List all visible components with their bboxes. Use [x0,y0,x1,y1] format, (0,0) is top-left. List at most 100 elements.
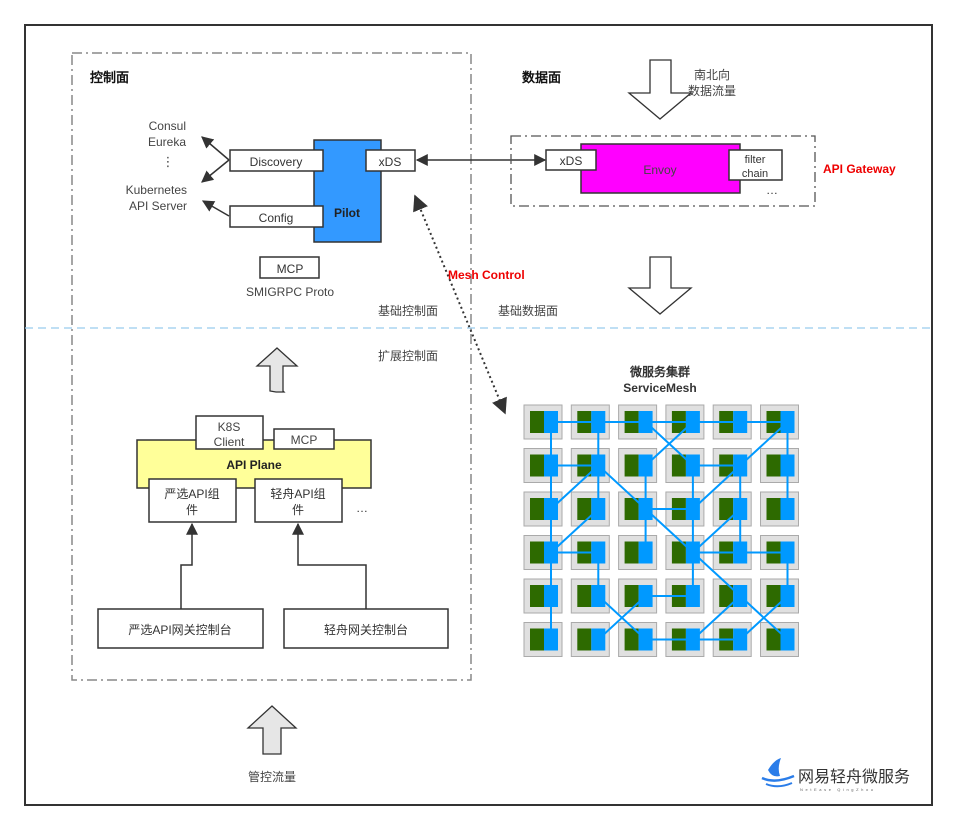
outer-frame [24,24,933,806]
sidecar-proxy [685,454,700,477]
yanxuan-console-arrow [180,522,198,609]
sidecar-proxy [685,585,700,607]
up-to-pilot-arrow [255,347,299,393]
sidecar-proxy [591,628,606,651]
sidecar-proxy [544,541,558,564]
discovery-box [229,149,324,172]
mesh-link [644,421,694,467]
yanxuan-component-label-1: 严选API组 [164,487,219,501]
service-container [624,585,639,607]
north-south-label-1: 南北向 [694,67,730,82]
sidecar-proxy [733,411,748,433]
sidecar-proxy [780,498,795,520]
mesh-link [692,551,741,597]
yanxuan-component-label-2: 件 [186,503,198,517]
sidecar-proxy [685,628,700,651]
sidecar-proxy [733,628,748,651]
yanxuan-component-box [148,478,237,523]
pilot-mcp-label: MCP [277,262,304,276]
filter-chain-label-1: filter [745,154,766,166]
pilot-xds-box [365,149,416,172]
api-plane-label: API Plane [226,458,282,472]
service-container [624,628,639,651]
service-container [766,454,781,477]
k8s-client-label-2: Client [214,435,245,449]
yanxuan-console-label: 严选API网关控制台 [128,622,231,637]
mesh-link [644,508,694,554]
service-container [624,498,639,520]
sidecar-proxy [591,411,606,433]
discovery-label: Discovery [250,155,303,169]
data-plane-title: 数据面 [522,70,561,85]
sidecar-proxy [780,411,795,433]
api-plane-mcp-box [273,428,335,450]
registry-more: ⋮ [162,154,175,169]
config-box [229,205,324,228]
sidecar-proxy [733,498,748,520]
filter-more: … [766,183,778,197]
qingzhou-component-label-2: 件 [292,503,304,517]
sidecar-proxy [733,541,748,564]
sidecar-proxy [685,541,700,564]
service-mesh-grid [523,404,799,657]
base-data-plane-label: 基础数据面 [498,303,558,318]
service-container [577,628,592,651]
mesh-control-label: Mesh Control [448,268,525,282]
registry-eureka: Eureka [148,135,186,149]
service-container [766,628,781,651]
service-container [530,628,544,651]
registry-consul: Consul [149,119,186,133]
mesh-link [597,464,647,510]
sidecar-proxy [685,411,700,433]
qingzhou-component-label-1: 轻舟API组 [270,487,325,501]
service-container [766,498,781,520]
service-container [766,585,781,607]
sidecar-proxy [591,498,606,520]
service-container [624,541,639,564]
logo-text: 网易轻舟微服务 [798,768,910,786]
api-plane-mcp-label: MCP [291,433,318,447]
component-more: … [356,501,368,515]
discovery-to-kubernetes-arrow [201,159,230,183]
qingzhou-console-label: 轻舟网关控制台 [324,622,408,637]
sidecar-proxy [544,585,558,607]
sidecar-proxy [780,541,795,564]
service-container [530,541,544,564]
control-plane-title: 控制面 [90,70,129,85]
api-gateway-label: API Gateway [823,162,896,176]
service-container [530,585,544,607]
mesh-link [692,508,741,554]
pilot-xds-label: xDS [379,155,402,169]
filter-chain-label-2: chain [742,168,768,180]
mesh-link [550,464,599,510]
sailboat-icon [761,758,795,788]
service-container [719,585,734,607]
base-control-plane-label: 基础控制面 [378,304,438,318]
service-container [624,454,639,477]
mesh-link [597,595,647,641]
sidecar-proxy [638,628,653,651]
pilot-label: Pilot [334,206,360,220]
service-container [530,411,544,433]
service-mesh-title-2: ServiceMesh [623,381,696,395]
sidecar-proxy [544,454,558,477]
sidecar-proxy [638,454,653,477]
service-container [530,498,544,520]
envoy-xds-label: xDS [560,154,583,168]
ext-control-plane-label: 扩展控制面 [378,349,438,363]
registry-api-server: API Server [129,199,187,213]
envoy-label: Envoy [643,163,676,177]
netease-qingzhou-logo: 网易轻舟微服务 NetEase QingZhou [761,758,910,792]
north-south-arrow [627,59,693,120]
sidecar-proxy [591,541,606,564]
sidecar-proxy [544,498,558,520]
qingzhou-console-arrow [292,522,367,609]
service-container [577,498,592,520]
registry-kubernetes: Kubernetes [126,183,187,197]
mgmt-traffic-label: 管控流量 [248,769,296,784]
sidecar-proxy [685,498,700,520]
sidecar-proxy [544,411,558,433]
sidecar-proxy [638,498,653,520]
filter-chain-box [728,149,783,181]
